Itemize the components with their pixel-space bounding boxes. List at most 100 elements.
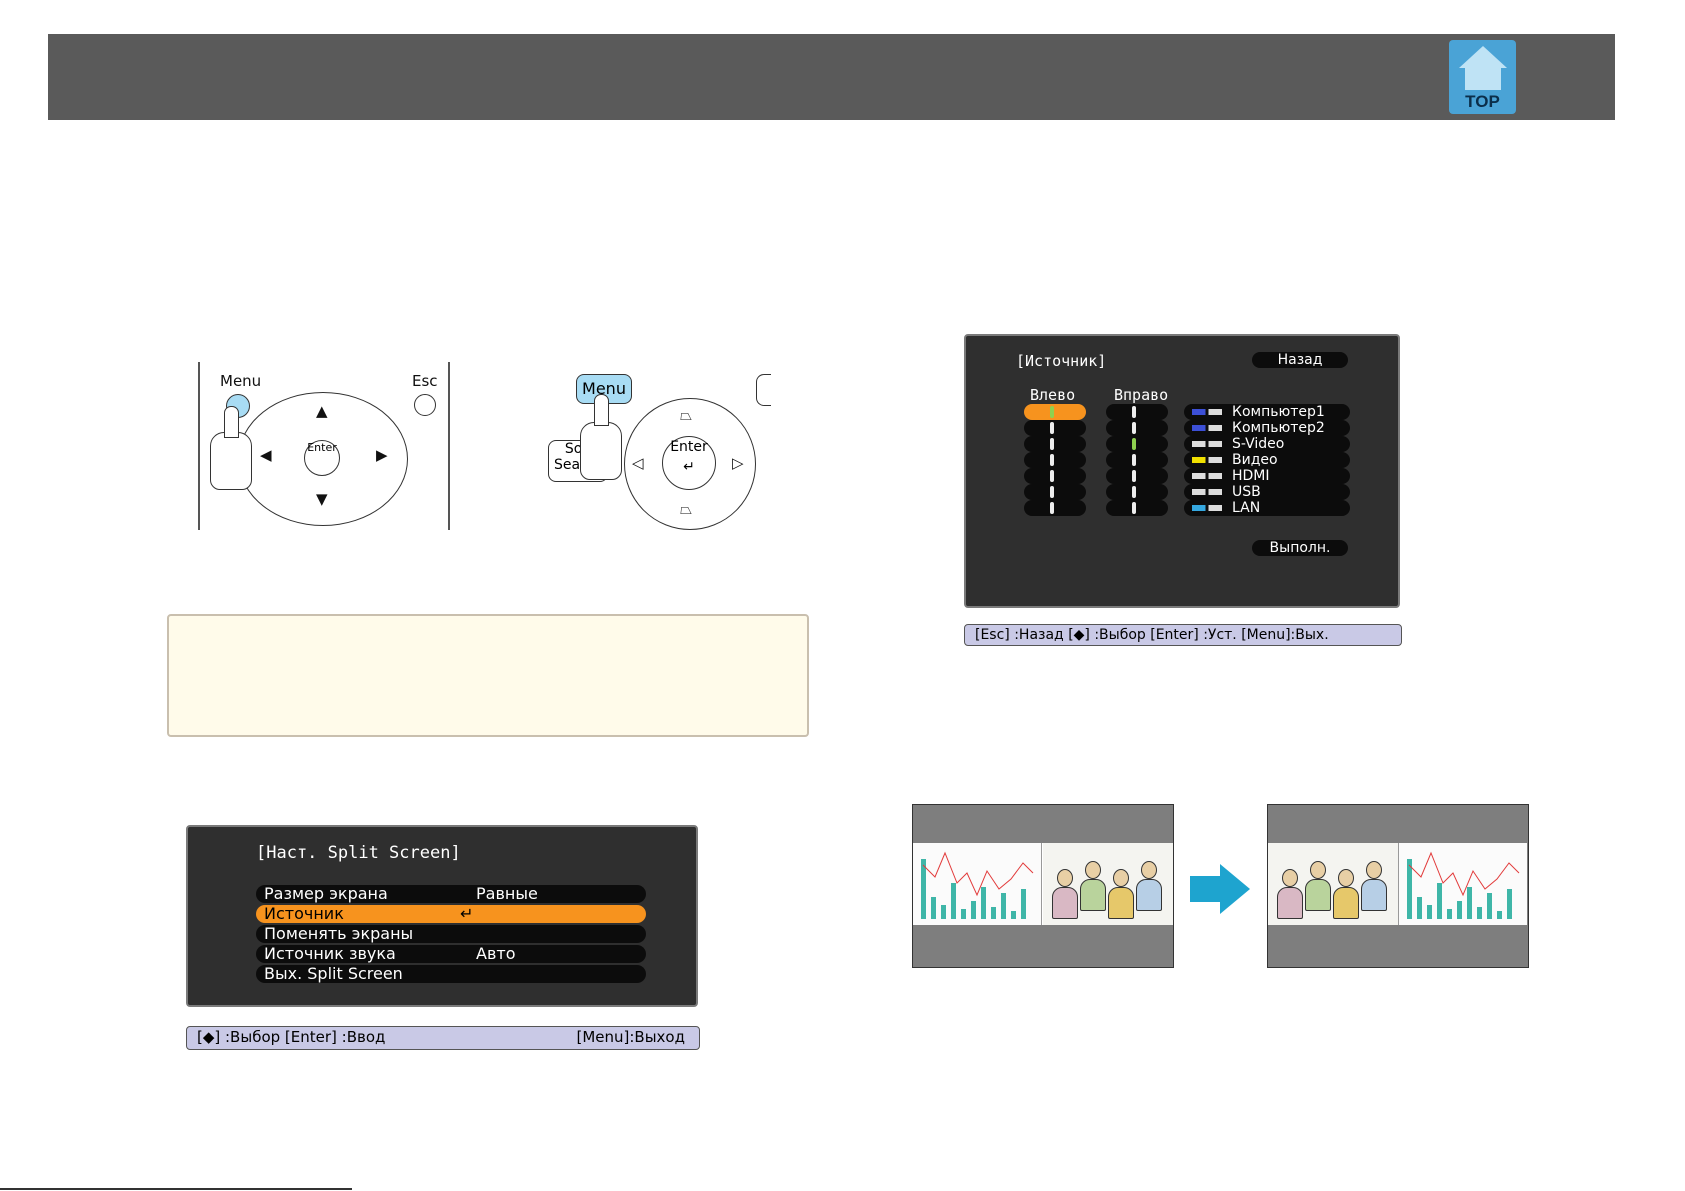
thumb-bar: [931, 897, 936, 919]
col-right-label: Вправо: [1114, 386, 1169, 404]
keystone-right-icon: ▷: [732, 454, 744, 472]
right-arrow-icon: ▶: [376, 446, 388, 464]
menu-row-exit-split[interactable]: Вых. Split Screen: [256, 965, 646, 983]
source-item[interactable]: Видео: [1184, 452, 1350, 468]
thumb-bar: [1427, 905, 1432, 919]
thumb-bar: [941, 905, 946, 919]
source-item[interactable]: S-Video: [1184, 436, 1350, 452]
right-slot[interactable]: [1106, 468, 1168, 484]
person-head: [1338, 869, 1354, 887]
source-menu-title: [Источник]: [1016, 352, 1107, 370]
left-slot[interactable]: [1024, 452, 1086, 468]
person-head: [1113, 869, 1129, 887]
menu-row-audio-source[interactable]: Источник звука Авто: [256, 945, 646, 963]
up-arrow-icon: ▲: [316, 402, 328, 420]
arrow-right-icon: [1190, 876, 1220, 902]
execute-button[interactable]: Выполн.: [1252, 540, 1348, 556]
source-port-icon: [1192, 457, 1222, 463]
source-item[interactable]: Компьютер2: [1184, 420, 1350, 436]
left-slot[interactable]: [1024, 436, 1086, 452]
left-slot[interactable]: [1024, 420, 1086, 436]
enter-button[interactable]: Enter↵: [662, 436, 716, 490]
hand-icon: [210, 432, 252, 490]
thumb-bar: [951, 883, 956, 919]
right-slot[interactable]: [1106, 452, 1168, 468]
split-screen-after: [1267, 804, 1529, 968]
source-port-icon: [1192, 425, 1222, 431]
thumb-bar: [921, 859, 926, 919]
footer-line: [0, 1188, 352, 1190]
thumb-bar: [1477, 907, 1482, 919]
esc-button[interactable]: [414, 394, 436, 416]
thumb-bar: [1467, 887, 1472, 919]
thumb-bar: [971, 901, 976, 919]
enter-button[interactable]: Enter: [304, 440, 340, 476]
source-port-icon: [1192, 409, 1222, 415]
thumb-bar: [1407, 859, 1412, 919]
source-item[interactable]: USB: [1184, 484, 1350, 500]
person-body: [1333, 887, 1359, 919]
top-label: TOP: [1465, 92, 1500, 111]
thumb-bar: [1487, 893, 1492, 919]
right-slot[interactable]: [1106, 404, 1168, 420]
left-slot[interactable]: [1024, 484, 1086, 500]
thumb-bar: [1497, 911, 1502, 919]
menu-row-swap-screens[interactable]: Поменять экраны: [256, 925, 646, 943]
source-item[interactable]: HDMI: [1184, 468, 1350, 484]
chart-image: [913, 843, 1042, 925]
thumb-bar: [1447, 909, 1452, 919]
menu-row-screen-size[interactable]: Размер экрана Равные: [256, 885, 646, 903]
top-button[interactable]: TOP: [1449, 40, 1516, 114]
person-head: [1310, 861, 1326, 879]
source-menu: [Источник] Назад Влево Вправо Компьютер1…: [964, 334, 1400, 608]
right-slot[interactable]: [1106, 420, 1168, 436]
thumb-bar: [1021, 889, 1026, 919]
thumb-bar: [991, 907, 996, 919]
menu-label: Menu: [220, 372, 262, 390]
left-slot[interactable]: [1024, 468, 1086, 484]
chart-image: [1399, 843, 1527, 925]
remote-left-illustration: Menu Esc Enter ▲ ▼ ◀ ▶: [198, 362, 456, 532]
keystone-down-icon: ⏢: [680, 500, 693, 518]
thumb-line: [922, 851, 1034, 897]
hand-icon: [580, 422, 622, 480]
thumb-bar: [1417, 897, 1422, 919]
col-left-label: Влево: [1030, 386, 1076, 404]
keystone-left-icon: ◁: [632, 454, 644, 472]
right-slot[interactable]: [1106, 436, 1168, 452]
left-arrow-icon: ◀: [260, 446, 272, 464]
thumb-bar: [1011, 911, 1016, 919]
source-port-icon: [1192, 505, 1222, 511]
source-item[interactable]: Компьютер1: [1184, 404, 1350, 420]
thumb-bar: [1507, 889, 1512, 919]
source-port-icon: [1192, 441, 1222, 447]
menu-row-source[interactable]: Источник ↵: [256, 905, 646, 923]
person-body: [1136, 879, 1162, 911]
split-screen-menu: [Наст. Split Screen] Размер экрана Равны…: [186, 825, 698, 1007]
right-slot[interactable]: [1106, 484, 1168, 500]
keystone-up-icon: ⏢: [680, 406, 693, 424]
split-menu-hint-bar: [◆] :Выбор [Enter] :Ввод [Menu]:Выход: [186, 1026, 700, 1050]
people-image: [1043, 843, 1173, 925]
person-head: [1085, 861, 1101, 879]
person-body: [1080, 879, 1106, 911]
thumb-bar: [1001, 893, 1006, 919]
back-button[interactable]: Назад: [1252, 352, 1348, 368]
tip-box: [167, 614, 809, 737]
person-head: [1282, 869, 1298, 887]
thumb-bar: [981, 887, 986, 919]
person-head: [1057, 869, 1073, 887]
source-item[interactable]: LAN: [1184, 500, 1350, 516]
split-screen-before: [912, 804, 1174, 968]
people-image: [1268, 843, 1399, 925]
left-slot[interactable]: [1024, 404, 1086, 420]
remote-right-illustration: Menu Sou Search Enter↵ ⏢ ⏢ ◁ ▷: [520, 362, 771, 532]
left-slot[interactable]: [1024, 500, 1086, 516]
person-body: [1277, 887, 1303, 919]
person-body: [1108, 887, 1134, 919]
thumb-bar: [961, 909, 966, 919]
split-menu-title: [Наст. Split Screen]: [256, 843, 461, 863]
enter-icon: ↵: [460, 904, 474, 923]
esc-label: Esc: [412, 372, 438, 390]
right-slot[interactable]: [1106, 500, 1168, 516]
